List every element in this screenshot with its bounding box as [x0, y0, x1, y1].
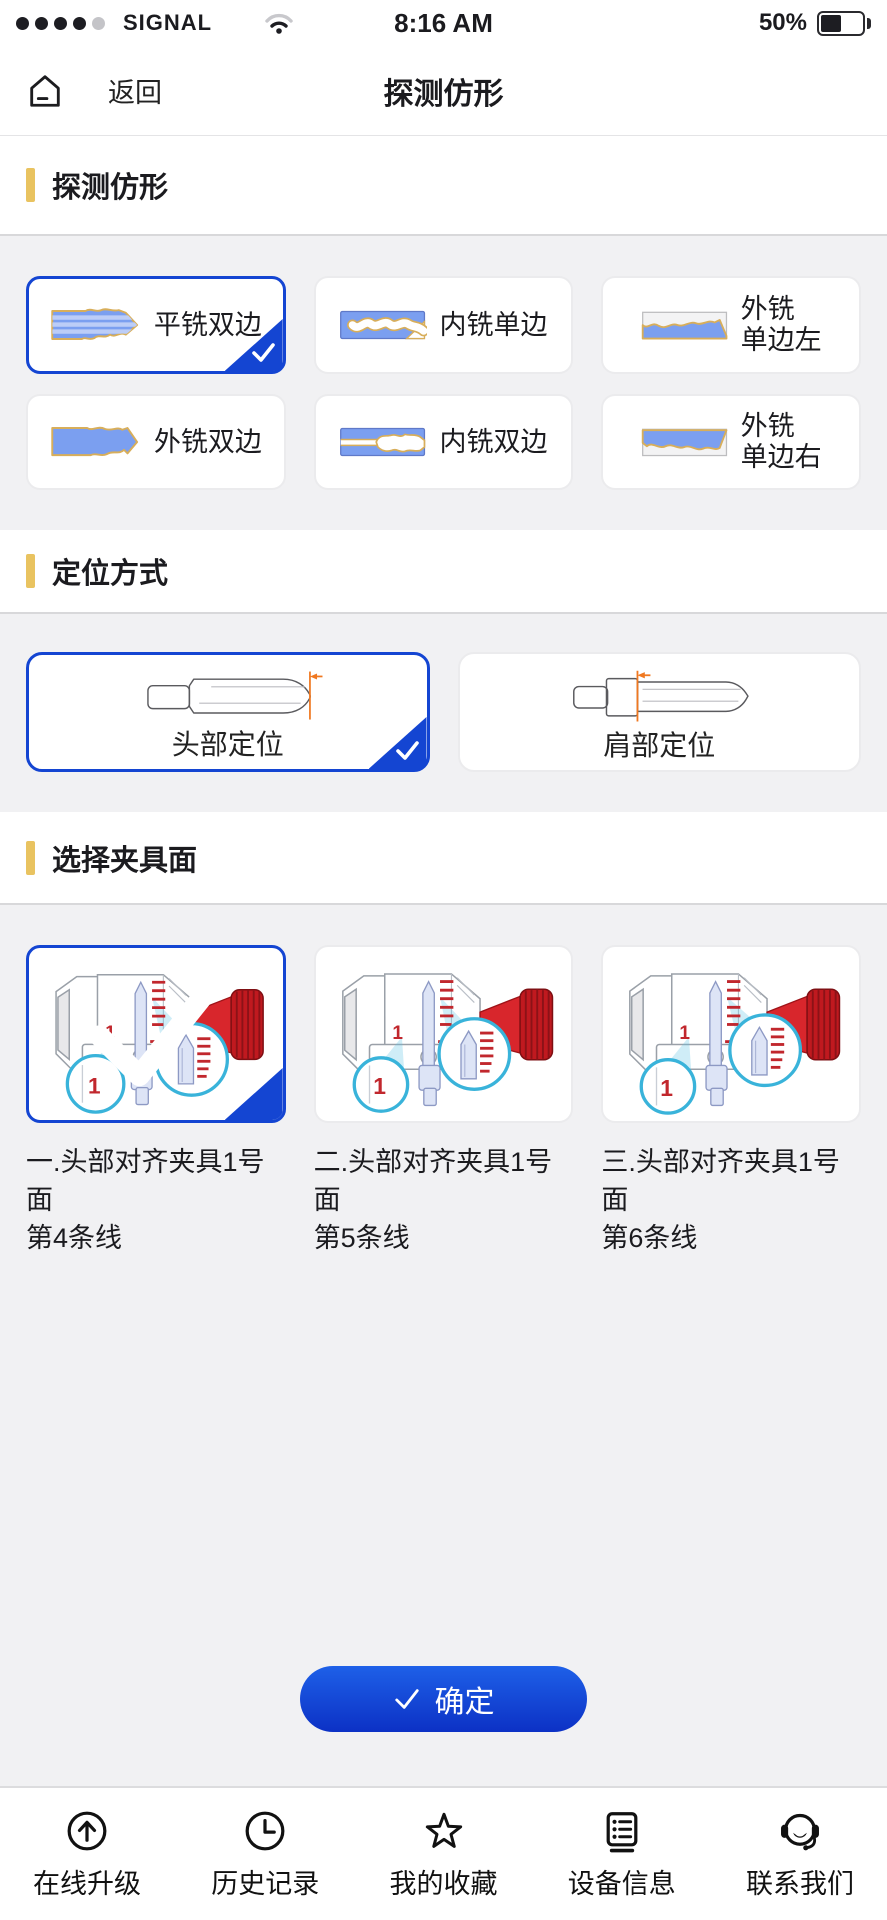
- clock: 8:16 AM: [394, 7, 493, 38]
- option-label: 外铣 单边右: [740, 411, 822, 472]
- profile-option-outer-single-right[interactable]: 外铣 单边右: [601, 394, 861, 490]
- fixture-cell: 1 1: [313, 945, 574, 1257]
- nav-item-device-info[interactable]: 设备信息: [547, 1808, 697, 1901]
- svg-text:1: 1: [88, 1073, 101, 1098]
- position-options-area: 头部定位: [0, 614, 887, 812]
- key-shoulder-positioning-drawing: [572, 670, 749, 722]
- confirm-button[interactable]: 确定: [300, 1666, 587, 1732]
- nav-item-contact-us[interactable]: 联系我们: [725, 1808, 875, 1901]
- clamp-fixture-illustration: 1 1: [629, 973, 841, 1115]
- section-heading-fixture: 选择夹具面: [0, 812, 887, 905]
- nav-item-favorites[interactable]: 我的收藏: [369, 1808, 519, 1901]
- section-title: 选择夹具面: [52, 844, 198, 877]
- option-label: 外铣双边: [153, 426, 262, 457]
- signal-dot: [16, 16, 29, 30]
- key-flat-double-icon: [50, 304, 142, 346]
- home-icon[interactable]: [26, 72, 64, 110]
- app-header: 返回 探测仿形: [0, 46, 887, 136]
- signal-strength: SIGNAL: [16, 10, 294, 36]
- key-outer-single-left-icon: [641, 308, 729, 342]
- nav-item-history[interactable]: 历史记录: [190, 1808, 340, 1901]
- key-tip-positioning-drawing: [147, 671, 323, 720]
- check-icon: [251, 343, 275, 362]
- bottom-nav: 在线升级 历史记录 我的收藏 设备信息: [0, 1786, 887, 1920]
- fixture-caption: 一.头部对齐夹具1号面 第4条线: [26, 1147, 265, 1253]
- clamp-fixture-illustration: 1 1: [341, 973, 553, 1113]
- profile-options-area: 平铣双边 内铣单边: [0, 236, 887, 530]
- section-marker: [26, 554, 35, 588]
- fixture-option-line5[interactable]: 1 1: [313, 945, 574, 1123]
- position-option-tip[interactable]: 头部定位: [26, 652, 430, 772]
- key-outer-single-right-icon: [641, 425, 729, 459]
- clock-icon: [245, 1811, 285, 1850]
- fixture-cell: 1 1: [601, 945, 861, 1257]
- headset-icon: [781, 1813, 819, 1850]
- check-icon: [394, 1689, 419, 1709]
- position-option-label: 头部定位: [171, 729, 284, 760]
- status-bar: SIGNAL 8:16 AM 50%: [0, 0, 887, 46]
- fixture-options-area: 1 1: [0, 905, 887, 1786]
- svg-text:1: 1: [661, 1075, 674, 1101]
- upgrade-icon: [67, 1811, 107, 1850]
- fixture-cell: 1 1: [26, 945, 286, 1257]
- signal-dot: [54, 16, 67, 30]
- option-label: 平铣双边: [153, 309, 262, 340]
- section-marker: [26, 168, 35, 202]
- carrier-label: SIGNAL: [123, 10, 213, 35]
- option-label: 内铣双边: [439, 426, 548, 457]
- svg-text:1: 1: [105, 1022, 115, 1043]
- nav-item-online-upgrade[interactable]: 在线升级: [12, 1808, 162, 1901]
- profile-option-flat-double[interactable]: 平铣双边: [26, 276, 286, 374]
- fixture-option-line4[interactable]: 1 1: [26, 945, 286, 1123]
- svg-text:1: 1: [392, 1023, 403, 1044]
- key-inner-double-icon: [339, 425, 427, 459]
- option-label: 外铣 单边左: [740, 294, 822, 355]
- signal-dot-empty: [92, 16, 105, 30]
- wifi-icon: [264, 11, 294, 35]
- profile-option-inner-double[interactable]: 内铣双边: [313, 394, 574, 490]
- fixture-option-line6[interactable]: 1 1: [601, 945, 861, 1123]
- battery-percent: 50%: [758, 9, 807, 36]
- svg-text:1: 1: [680, 1023, 691, 1044]
- position-option-shoulder[interactable]: 肩部定位: [457, 652, 861, 772]
- section-heading-position: 定位方式: [0, 530, 887, 614]
- section-marker: [26, 840, 35, 875]
- fixture-caption: 二.头部对齐夹具1号面 第5条线: [313, 1147, 553, 1253]
- section-heading-profile: 探测仿形: [0, 136, 887, 236]
- signal-dot: [35, 16, 48, 30]
- position-option-label: 肩部定位: [603, 730, 716, 761]
- profile-option-outer-single-left[interactable]: 外铣 单边左: [601, 276, 861, 374]
- fixture-caption: 三.头部对齐夹具1号面 第6条线: [601, 1147, 840, 1253]
- key-outer-double-icon: [50, 421, 142, 463]
- profile-option-outer-double[interactable]: 外铣双边: [26, 394, 286, 490]
- section-title: 定位方式: [52, 558, 169, 590]
- device-info-icon: [606, 1811, 638, 1852]
- battery-icon: [817, 10, 871, 36]
- svg-text:1: 1: [373, 1073, 386, 1099]
- option-label: 内铣单边: [439, 309, 548, 340]
- check-icon: [395, 741, 419, 760]
- clamp-fixture-illustration: 1 1: [55, 973, 264, 1114]
- back-button[interactable]: 返回: [108, 78, 162, 108]
- star-icon: [425, 1812, 462, 1848]
- section-title: 探测仿形: [52, 172, 169, 204]
- key-inner-single-icon: [339, 308, 428, 342]
- profile-option-inner-single[interactable]: 内铣单边: [313, 276, 574, 374]
- signal-dot: [73, 16, 86, 30]
